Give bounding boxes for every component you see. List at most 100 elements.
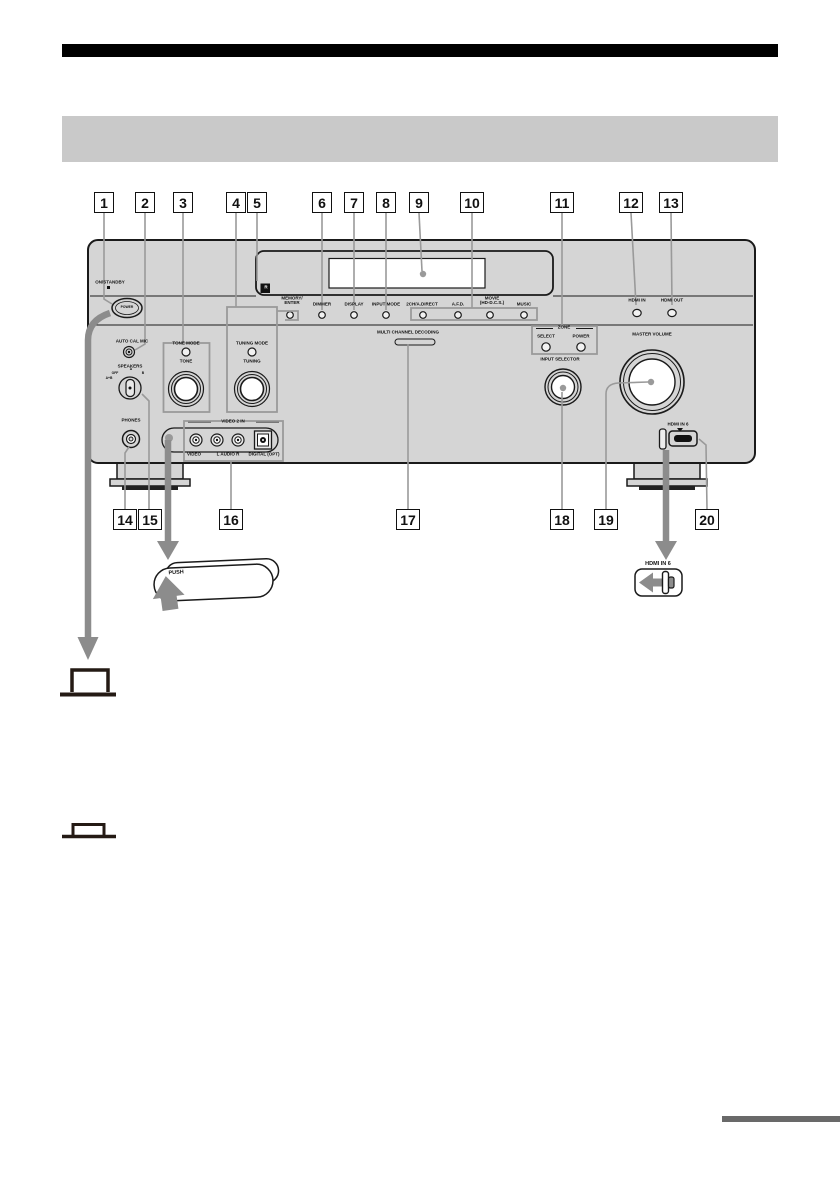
tuning-bracket (226, 306, 278, 413)
video-rca-jack (189, 433, 203, 447)
memory-enter-line2: ENTER (284, 299, 300, 305)
callout-line-14 (124, 446, 130, 509)
input-mode-button (382, 311, 390, 319)
zone-group (536, 328, 593, 352)
down-arrow-icon (655, 541, 677, 560)
movie-line2: (HD-D.C.S.) (479, 299, 505, 305)
afd-button (454, 311, 462, 319)
display-label: DISPLAY (344, 301, 364, 306)
up-arrow-icon (152, 576, 185, 611)
zone-select-button (541, 342, 551, 352)
section-band (62, 116, 778, 162)
dimmer-label: DIMMER (312, 301, 332, 306)
callout-line-9 (418, 212, 423, 272)
callout-dot-18 (559, 384, 567, 392)
video-2-in-label: VIDEO 2 IN (221, 418, 245, 423)
callout-box-3: 3 (173, 192, 193, 213)
callout-line-20 (698, 438, 708, 510)
footer-bar (722, 1116, 840, 1122)
tuning-mode-led (247, 347, 257, 357)
tuning-mode-label: TUNING MODE (236, 340, 268, 345)
zone-power-label: POWER (572, 333, 590, 338)
callout-box-7: 7 (344, 192, 364, 213)
callout-box-18: 18 (550, 509, 574, 530)
sound-field-bracket (410, 307, 538, 321)
memory-enter-button (286, 311, 294, 319)
on-standby-label: ON/STANDBY (95, 279, 125, 285)
down-triangle-marker (677, 428, 683, 432)
digital-opt-label: DIGITAL (OPT) (248, 451, 280, 457)
tone-mode-label: TONE MODE (172, 340, 200, 345)
callout-box-1: 1 (94, 192, 114, 213)
memory-enter-label: MEMORY/ ENTER (281, 295, 303, 305)
callout-box-9: 9 (409, 192, 429, 213)
left-arrow-icon (639, 572, 663, 593)
callout-box-6: 6 (312, 192, 332, 213)
music-label: MUSIC (516, 301, 532, 306)
callout-box-2: 2 (135, 192, 155, 213)
memory-enter-bracket (277, 310, 299, 321)
tuning-knob (233, 370, 271, 408)
hdmi-in-label: HDMI IN (628, 297, 646, 303)
2ch-a-direct-button (419, 311, 427, 319)
movie-button (486, 311, 494, 319)
auto-cal-mic-jack (122, 345, 136, 359)
callout-box-12: 12 (619, 192, 643, 213)
callout-dot-19 (647, 378, 655, 386)
callout-box-10: 10 (460, 192, 484, 213)
tuning-label: TUNING (243, 358, 261, 363)
speakers-label: SPEAKERS (117, 363, 143, 368)
l-audio-r-label: L AUDIO R (216, 451, 240, 457)
tone-bracket (162, 342, 211, 413)
tone-mode-led (181, 347, 191, 357)
callout-box-14: 14 (113, 509, 137, 530)
zone-label: ZONE (557, 324, 571, 330)
remote-sensor-label: R (263, 284, 268, 289)
auto-cal-mic-label: AUTO CAL MIC (115, 338, 149, 343)
callout-box-19: 19 (594, 509, 618, 530)
callout-line-13 (670, 212, 673, 306)
input-mode-label: INPUT MODE (371, 301, 401, 306)
music-button (520, 311, 528, 319)
hdmi-connector-icon (661, 570, 670, 595)
2ch-a-direct-label: 2CH/A.DIRECT (406, 301, 438, 306)
tone-label: TONE (179, 358, 193, 363)
front-button-leds (286, 308, 677, 319)
hdmi-in6-detail-label: HDMI IN 6 (645, 560, 671, 567)
callout-box-15: 15 (138, 509, 162, 530)
movie-label: MOVIE (HD-D.C.S.) (479, 295, 505, 305)
down-arrow-icon (77, 637, 99, 660)
speakers-a-label: A (129, 367, 133, 371)
callout-brackets (162, 306, 598, 462)
callout-box-4: 4 (226, 192, 246, 213)
callout-box-17: 17 (396, 509, 420, 530)
panel-divider-lines (90, 295, 753, 326)
header-bar (62, 44, 778, 57)
hdmi-in6-detail (634, 568, 683, 597)
callout-line-1 (103, 213, 113, 305)
speakers-off-label: OFF (111, 371, 119, 375)
callout-box-20: 20 (695, 509, 719, 530)
master-volume-label: MASTER VOLUME (632, 331, 672, 336)
callout-line-2 (134, 213, 146, 351)
push-label: PUSH (168, 568, 185, 577)
phones-label: PHONES (121, 417, 141, 422)
memory-enter-line1: MEMORY/ (281, 295, 303, 300)
hdmi-out-button (667, 308, 677, 318)
zone-select-label: SELECT (537, 333, 555, 338)
hdmi-in6-panel-label: HDMI IN 6 (667, 421, 689, 426)
video-jack-label: VIDEO (186, 451, 202, 457)
video2-in-bracket (183, 420, 284, 462)
power-arrow-stem (84, 309, 112, 638)
tone-knob (167, 370, 205, 408)
afd-label: A.F.D. (451, 301, 465, 306)
audio-l-rca-jack (210, 433, 224, 447)
dimmer-button (318, 311, 326, 319)
callout-dot-9 (419, 270, 427, 278)
phones-jack (121, 429, 141, 449)
callout-box-16: 16 (219, 509, 243, 530)
hdmi-in-button (632, 308, 642, 318)
multi-channel-decoding-label: MULTI CHANNEL DECODING (376, 329, 440, 335)
callout-box-11: 11 (550, 192, 574, 213)
